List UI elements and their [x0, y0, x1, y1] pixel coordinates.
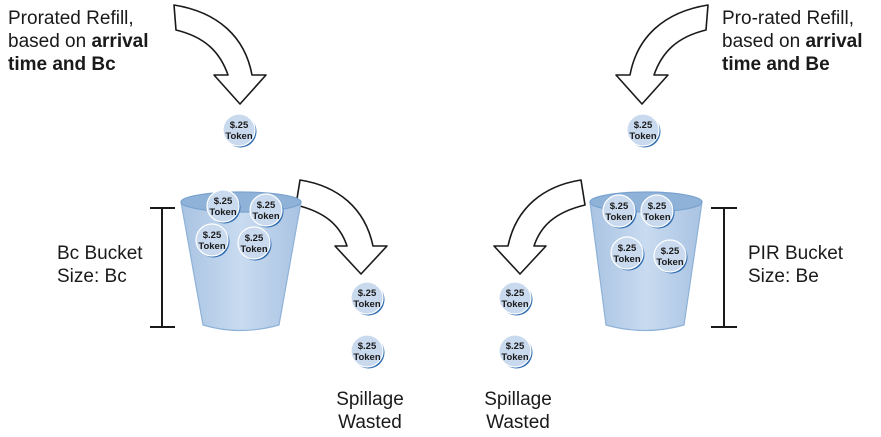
svg-text:Token: Token	[501, 352, 528, 363]
left-refill-arrow	[173, 4, 267, 105]
right-refill-line3: time and Be	[722, 54, 830, 75]
right-refill-arrow	[615, 4, 709, 105]
left-bucket-line2: Size: Bc	[57, 266, 127, 287]
right-refill-label: Pro-rated Refill, based on arrival time …	[722, 7, 863, 76]
svg-text:Token: Token	[501, 299, 528, 310]
svg-text:Token: Token	[629, 131, 656, 142]
left-spill-label: Spillage Wasted	[320, 388, 420, 434]
right-spill-arrow	[493, 179, 586, 275]
right-spill-line2: Wasted	[486, 412, 550, 433]
left-refill-line1: Prorated Refill,	[8, 8, 134, 29]
right-bucket-line2: Size: Be	[748, 266, 819, 287]
right-size-bracket	[711, 207, 737, 328]
svg-text:Token: Token	[225, 131, 252, 142]
svg-text:$.25: $.25	[634, 120, 653, 131]
right-refill-line2: based on arrival	[722, 30, 863, 53]
svg-text:$.25: $.25	[358, 288, 377, 299]
right-refill-line2-bold: arrival	[805, 31, 863, 52]
left-spill-line1: Spillage	[336, 389, 404, 410]
left-spill-arrow	[295, 179, 388, 275]
left-refill-line2-prefix: based on	[8, 31, 92, 52]
right-bucket-line1: PIR Bucket	[748, 243, 844, 264]
svg-text:$.25: $.25	[230, 120, 249, 131]
svg-text:Token: Token	[656, 257, 683, 268]
svg-text:$.25: $.25	[661, 246, 680, 257]
svg-text:$.25: $.25	[214, 196, 233, 207]
left-bucket-label: Bc Bucket Size: Bc	[57, 242, 143, 288]
right-spill-label: Spillage Wasted	[468, 388, 568, 434]
svg-text:$.25: $.25	[203, 230, 222, 241]
svg-text:Token: Token	[353, 352, 380, 363]
right-spill-line1: Spillage	[484, 389, 552, 410]
svg-text:$.25: $.25	[245, 233, 264, 244]
right-refill-line2-prefix: based on	[722, 31, 806, 52]
svg-text:Token: Token	[240, 244, 267, 255]
svg-text:Token: Token	[252, 211, 279, 222]
svg-text:Token: Token	[643, 212, 670, 223]
right-bucket-label: PIR Bucket Size: Be	[748, 242, 843, 288]
svg-text:$.25: $.25	[506, 341, 525, 352]
right-refill-line1: Pro-rated Refill,	[722, 8, 854, 29]
left-refill-line3: time and Bc	[8, 54, 116, 75]
left-size-bracket	[150, 207, 175, 328]
svg-text:$.25: $.25	[610, 201, 629, 212]
svg-text:Token: Token	[198, 241, 225, 252]
svg-text:$.25: $.25	[257, 200, 276, 211]
svg-text:Token: Token	[605, 212, 632, 223]
left-spill-line2: Wasted	[338, 412, 402, 433]
svg-text:Token: Token	[209, 207, 236, 218]
svg-text:$.25: $.25	[506, 288, 525, 299]
svg-text:Token: Token	[353, 299, 380, 310]
left-refill-line2-bold: arrival	[91, 31, 149, 52]
svg-text:$.25: $.25	[358, 341, 377, 352]
left-refill-line2: based on arrival	[8, 30, 149, 53]
svg-text:$.25: $.25	[618, 243, 637, 254]
left-bucket-line1: Bc Bucket	[57, 243, 143, 264]
svg-text:$.25: $.25	[648, 201, 667, 212]
svg-text:Token: Token	[613, 254, 640, 265]
left-refill-label: Prorated Refill, based on arrival time a…	[8, 7, 149, 76]
